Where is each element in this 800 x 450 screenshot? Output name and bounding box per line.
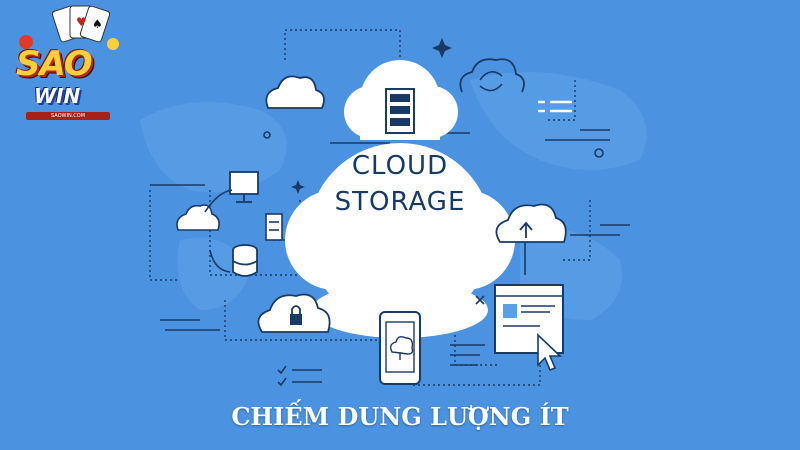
cloud-label-line1: CLOUD (351, 151, 449, 181)
mouse-cursor-icon (537, 333, 562, 372)
logo-brand-bottom: WIN (34, 84, 81, 108)
refresh-cloud (459, 58, 525, 93)
smartphone-icon (379, 311, 421, 385)
saowin-logo: ♥ ♠ SAO WIN SAOWIN.COM (8, 4, 126, 124)
upload-cloud (495, 203, 567, 243)
small-cloud-top-left (265, 75, 325, 109)
small-cloud-left (176, 204, 220, 231)
database-icon (232, 244, 258, 277)
logo-url: SAOWIN.COM (26, 112, 110, 120)
browser-window-icon (494, 284, 564, 354)
cycle-arrows (204, 189, 233, 273)
lock-icon (290, 305, 302, 325)
cloud-label-line2: STORAGE (334, 187, 466, 217)
svg-text:♠: ♠ (92, 17, 103, 31)
cloud-storage-label: CLOUD STORAGE (290, 148, 510, 220)
caption-title: CHIẾM DUNG LƯỢNG ÍT (231, 402, 569, 431)
svg-text:♥: ♥ (76, 15, 87, 29)
upload-arrow-icon (519, 221, 533, 238)
refresh-icon (479, 71, 503, 92)
playing-cards-icon: ♥ ♠ (19, 5, 119, 50)
logo-brand-top: SAO (16, 44, 93, 84)
monitor-icon (229, 171, 259, 203)
server-small-icon (265, 213, 283, 241)
server-icon (385, 88, 415, 134)
central-cloud (285, 60, 515, 338)
sparkle-icon (291, 38, 452, 194)
lock-cloud (257, 293, 331, 333)
list-icon (538, 100, 572, 113)
decorations (263, 131, 604, 305)
checklist-lines (277, 344, 485, 387)
